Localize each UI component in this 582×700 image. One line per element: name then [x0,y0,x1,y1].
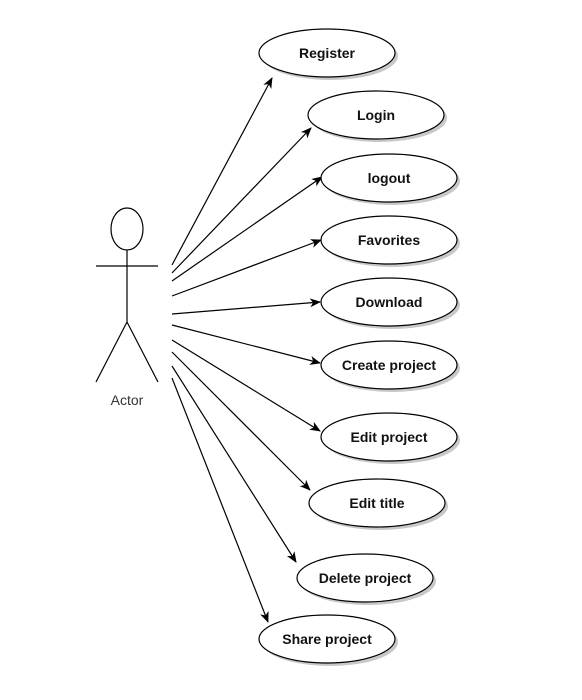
use-case-delete-project[interactable]: Delete project [296,553,436,605]
association-arrow-edit-project [171,339,321,432]
use-case-label: Delete project [319,570,412,586]
use-case-ellipse [258,614,396,664]
use-case-label: Favorites [358,232,420,248]
use-case-label: Download [356,294,423,310]
association-arrow-favorites [171,239,322,297]
use-case-ellipse [320,153,458,203]
use-case-share-project[interactable]: Share project [258,614,398,666]
association-arrow-login [171,127,312,274]
use-case-label: Login [357,107,395,123]
actor-head [110,207,144,251]
use-case-label: Register [299,45,356,61]
association-arrow-download [171,298,321,315]
use-case-edit-title[interactable]: Edit title [308,478,448,530]
association-arrows [171,77,323,623]
use-case-login[interactable]: Login [307,90,447,142]
use-case-ellipse [258,28,396,78]
use-case-favorites[interactable]: Favorites [320,215,460,267]
use-case-label: logout [368,170,411,186]
association-arrow-delete-project [171,365,297,563]
use-case-ellipse [296,553,434,603]
use-case-label: Edit project [350,429,427,445]
association-arrow-share-project [171,377,269,623]
use-case-download[interactable]: Download [320,277,460,329]
use-case-edit-project[interactable]: Edit project [320,412,460,464]
use-case-logout[interactable]: logout [320,153,460,205]
use-case-ellipse [308,478,446,528]
association-arrow-create-project [171,324,321,365]
use-case-register[interactable]: Register [258,28,398,80]
use-case-label: Share project [282,631,372,647]
use-case-label: Edit title [349,495,404,511]
use-case-ellipse [320,215,458,265]
actor-right-leg [126,321,159,383]
use-case-ellipse [320,277,458,327]
association-arrow-register [171,77,273,266]
actor-left-leg [95,321,128,383]
use-case-ellipse [320,412,458,462]
use-case-ellipse [320,340,458,390]
association-arrow-edit-title [171,351,311,491]
actor[interactable]: Actor [95,207,159,408]
use-case-ellipse [307,90,445,140]
use-case-create-project[interactable]: Create project [320,340,460,392]
association-arrow-logout [171,176,323,282]
use-case-label: Create project [342,357,436,373]
actor-label: Actor [111,392,144,408]
